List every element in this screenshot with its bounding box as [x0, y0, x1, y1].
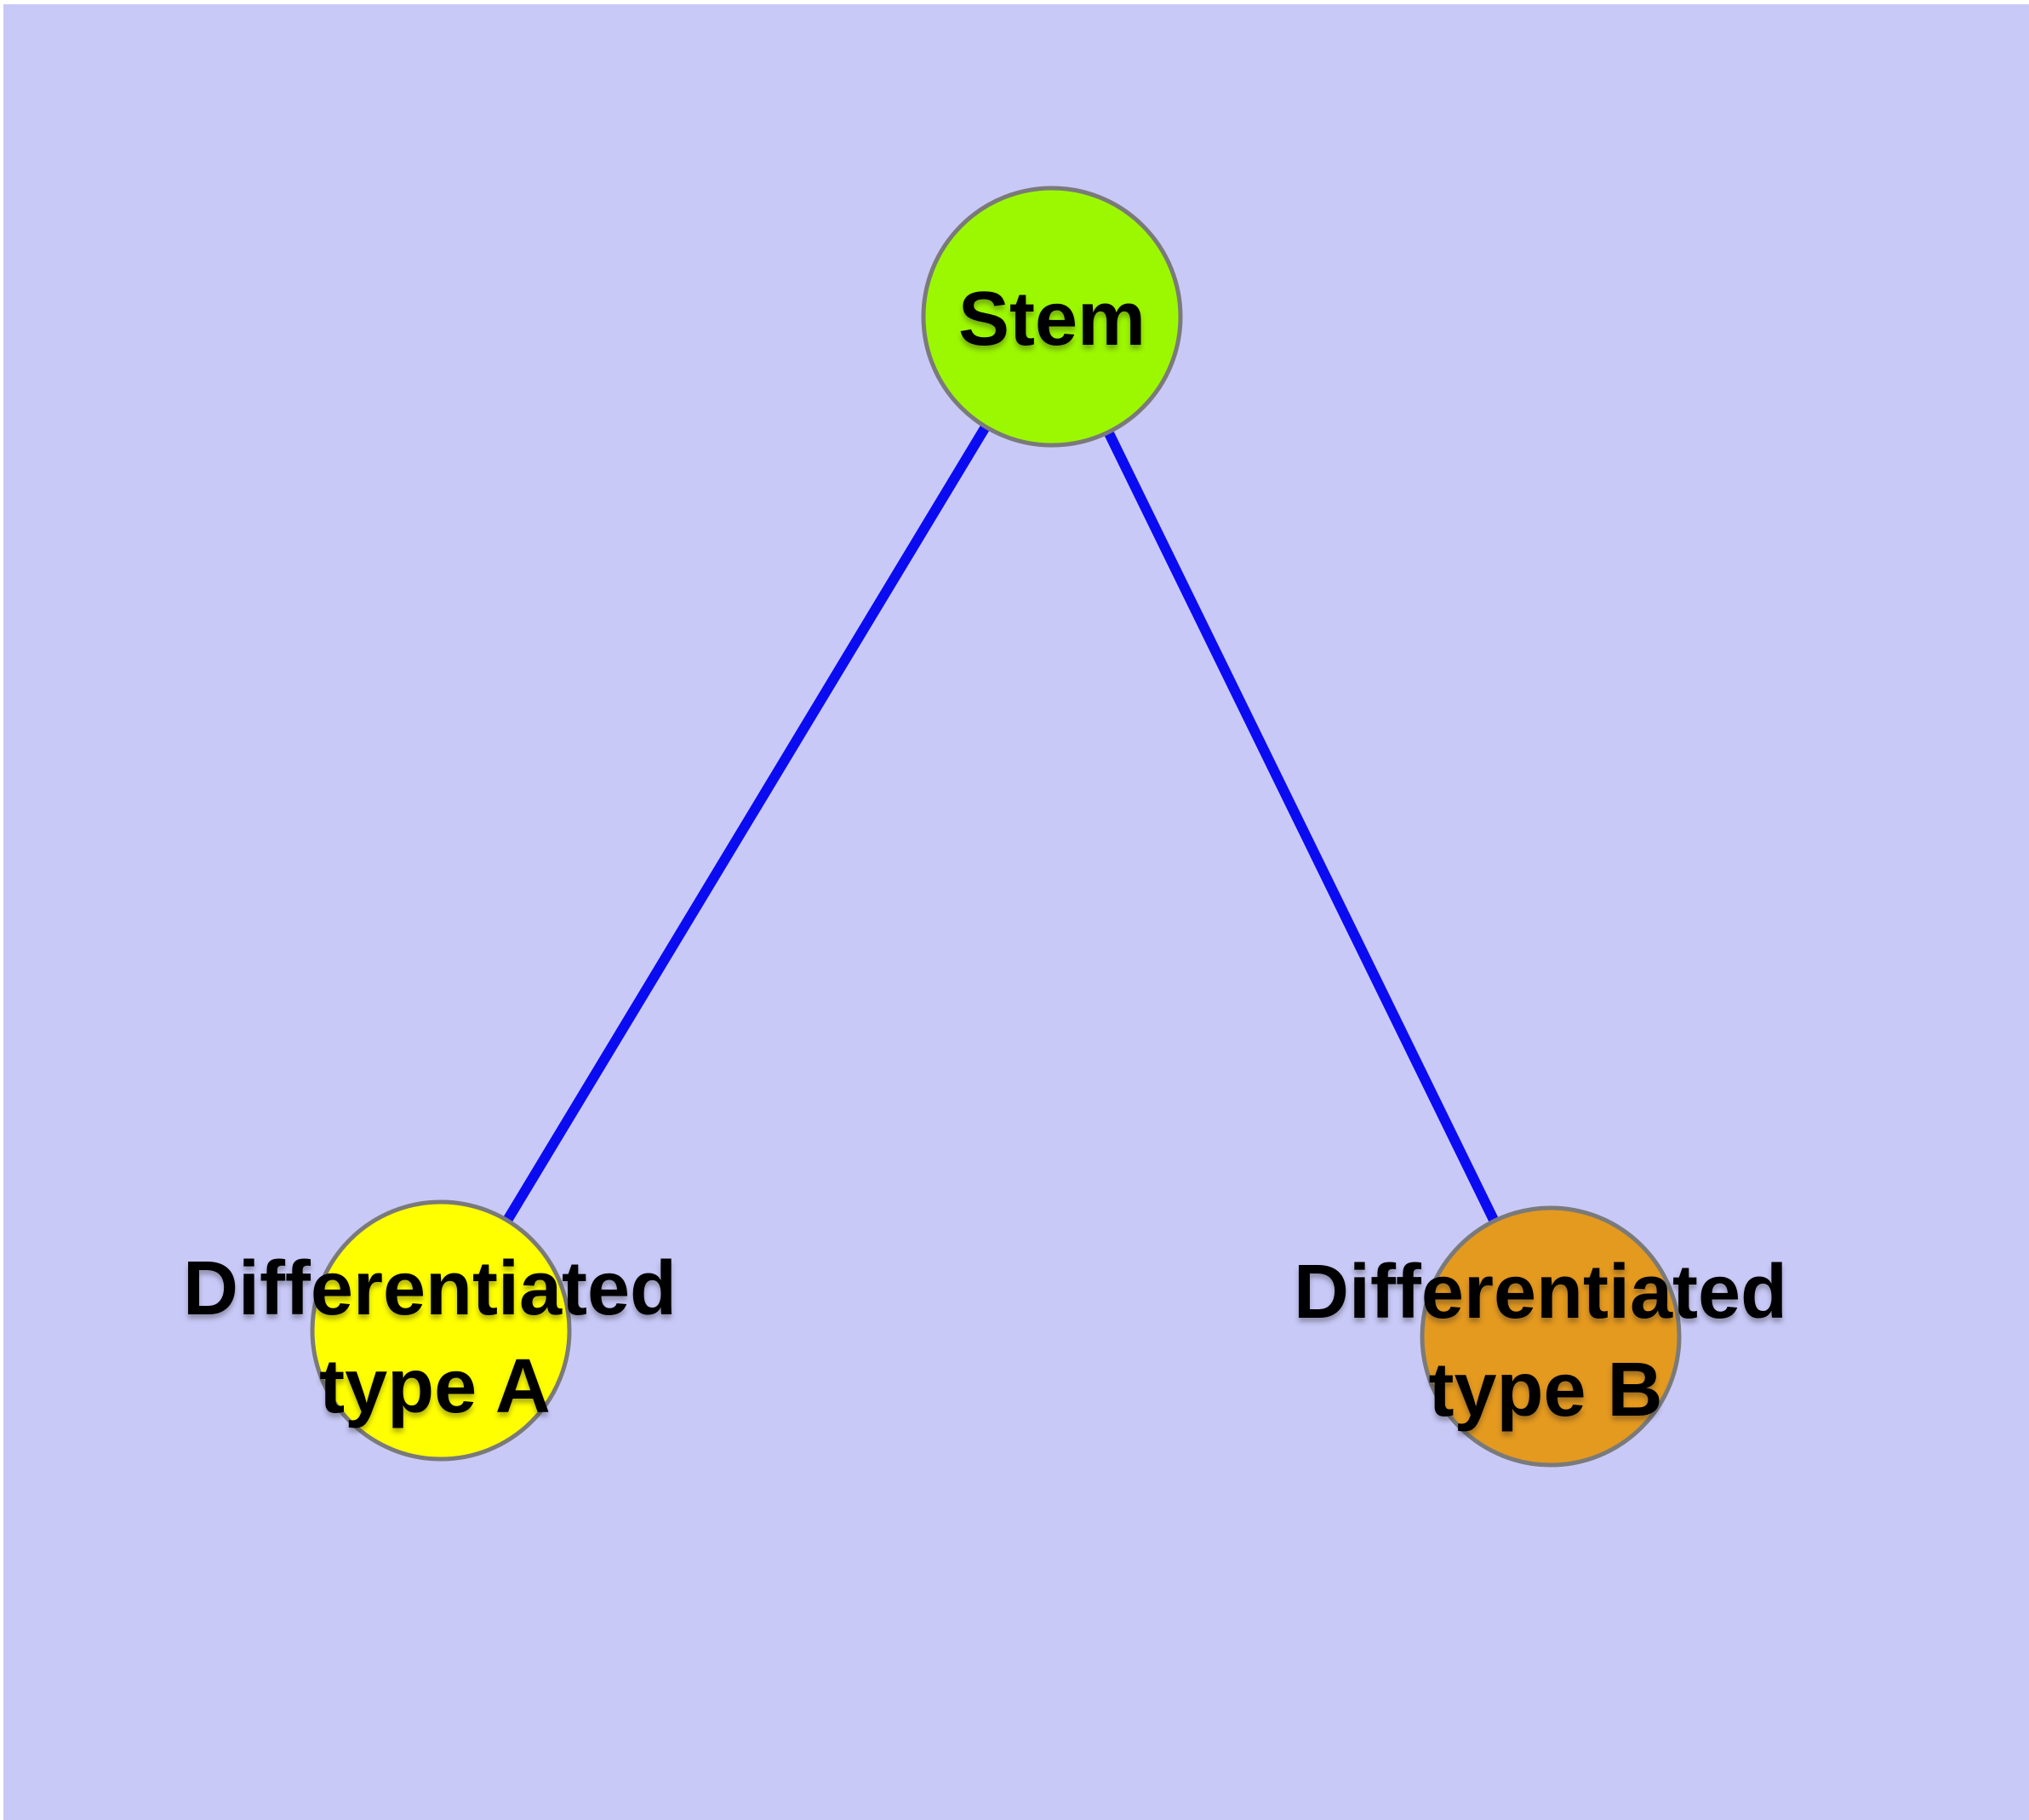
- edge-stem-to-type-b: [1047, 314, 1556, 1339]
- node-type-a-label-line1: Differentiated: [183, 1246, 677, 1331]
- node-type-b-label-line1: Differentiated: [1294, 1250, 1787, 1335]
- node-stem-label: Stem: [958, 277, 1146, 362]
- node-type-b-label-line2: type B: [1428, 1348, 1662, 1433]
- node-type-a-label-line2: type A: [319, 1344, 551, 1429]
- node-stem: [921, 186, 1183, 448]
- node-differentiated-type-b: [1420, 1205, 1682, 1468]
- node-differentiated-type-a: [310, 1199, 572, 1462]
- edge-stem-to-type-a: [436, 313, 1057, 1334]
